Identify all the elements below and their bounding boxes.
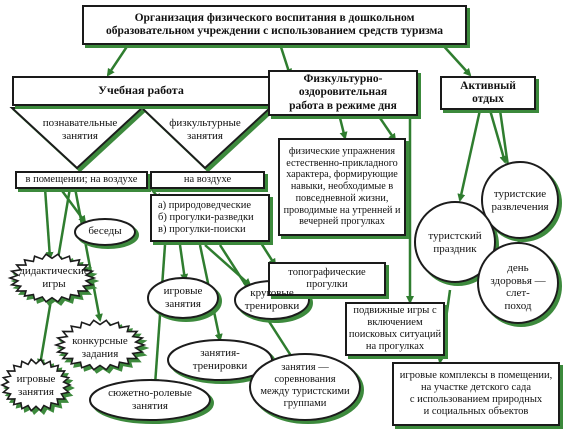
triangle-cognitive <box>9 107 145 170</box>
games-label: игровые занятия <box>16 373 56 398</box>
where-right-label: на воздухе <box>183 173 232 185</box>
topographic-label: топографические прогулки <box>288 266 366 290</box>
arrow-title-to-health <box>278 43 292 77</box>
rest-header: Активный отдых <box>460 79 516 105</box>
rest-header-box: Активный отдых <box>440 76 536 110</box>
tourist-fun-label: туристские развлечения <box>491 188 549 213</box>
game-lessons-label: игровые занятия <box>163 285 203 310</box>
cognitive-label: познавательные занятия <box>42 117 118 142</box>
ellipse-conversations <box>74 218 136 246</box>
arrow-to-holiday <box>457 109 482 202</box>
arrow-to-didactic <box>43 187 54 260</box>
triangle-physical <box>139 107 273 170</box>
health-header: Физкультурно- оздоровительная работа в р… <box>289 73 397 112</box>
where-left-label: в помещении; на воздухе <box>25 173 138 185</box>
ellipse-competitions <box>249 353 361 421</box>
walks-label: а) природоведческие б) прогулки-разведки… <box>158 199 254 236</box>
contest-label: конкурсные задания <box>72 335 128 360</box>
main-title: Организация физического воспитания в дош… <box>105 11 444 37</box>
mobile-games-label: подвижные игры с включением поисковых си… <box>348 304 442 353</box>
arrow-title-to-rest <box>439 41 472 77</box>
star-contest <box>53 319 147 371</box>
arrow-to-fun <box>488 109 508 164</box>
walks-box: а) природоведческие б) прогулки-разведки… <box>150 194 270 242</box>
circle-tourist-holiday <box>414 201 496 283</box>
arrow-to-plot-role <box>151 244 167 387</box>
training-label: занятия- тренировки <box>192 347 248 372</box>
tourist-holiday-label: туристский праздник <box>428 230 482 255</box>
arrow-to-exercises-2 <box>378 117 397 142</box>
physical-label: физкультурные занятия <box>169 117 241 142</box>
where-right-box: на воздухе <box>150 171 265 189</box>
ellipse-game-lessons <box>147 277 219 319</box>
star-didactic <box>7 253 97 303</box>
exercises-label: физические упражнения естественно-прикла… <box>283 145 401 228</box>
circuit-label: круговые тренировки <box>244 287 300 312</box>
learning-header: Учебная работа <box>98 83 184 98</box>
didactic-label: дидактические игры <box>19 265 89 290</box>
star-games <box>0 358 72 412</box>
health-header-box: Физкультурно- оздоровительная работа в р… <box>268 70 418 116</box>
health-day-label: день здоровья — слет- поход <box>490 262 546 312</box>
exercises-box: физические упражнения естественно-прикла… <box>278 138 406 236</box>
plot-role-label: сюжетно-ролевые занятия <box>108 387 192 412</box>
circle-tourist-fun <box>481 161 559 239</box>
where-left-box: в помещении; на воздухе <box>15 171 148 189</box>
arrow-to-game-lessons <box>178 244 189 282</box>
main-title-box: Организация физического воспитания в дош… <box>82 5 467 45</box>
mobile-games-box: подвижные игры с включением поисковых си… <box>345 302 445 356</box>
circle-health-day <box>477 242 559 324</box>
learning-header-box: Учебная работа <box>12 76 270 106</box>
arrow-title-to-learning <box>106 41 132 77</box>
topographic-box: топографические прогулки <box>268 262 386 296</box>
arrow-to-exercises <box>338 117 348 140</box>
arrow-to-contest <box>73 187 103 322</box>
complexes-label: игровые комплексы в помещении, на участк… <box>399 369 553 418</box>
ellipse-plot-role <box>89 379 211 421</box>
complexes-box: игровые комплексы в помещении, на участк… <box>392 362 560 426</box>
conversations-label: беседы <box>88 225 122 237</box>
competitions-label: занятия — соревнования между туристскими… <box>260 362 350 410</box>
